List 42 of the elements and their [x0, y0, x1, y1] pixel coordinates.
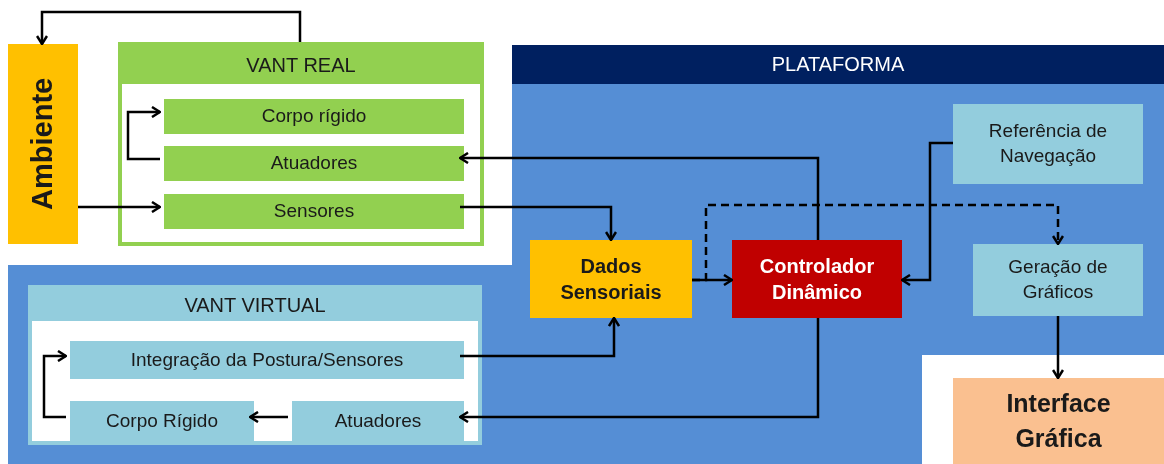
process-box [70, 341, 464, 379]
connector-arrow [458, 151, 820, 240]
box-label: Sensores [273, 199, 355, 224]
group-panel [118, 42, 484, 246]
box-label: Integração da Postura/Sensores [130, 347, 404, 372]
box-label: Dados Sensoriais [559, 254, 663, 305]
box-label: Controlador Dinâmico [758, 254, 876, 305]
connector-arrow [126, 105, 162, 161]
box-label: Atuadores [334, 408, 422, 433]
process-box [530, 240, 692, 318]
connector-arrow [78, 200, 162, 214]
process-box [953, 104, 1143, 184]
box-label: Referência de Navegação [987, 119, 1109, 168]
panel-title: VANT REAL [246, 53, 356, 78]
box-label: Corpo rígido [261, 104, 367, 129]
panel-title: PLATAFORMA [770, 52, 906, 77]
connector-arrow [35, 10, 302, 46]
platform-area [8, 45, 1164, 464]
connector-arrow [1051, 316, 1065, 380]
connector-arrow [248, 410, 288, 424]
process-box [292, 401, 464, 441]
connector-arrow [458, 318, 820, 424]
box-label: Corpo Rígido [106, 408, 218, 433]
box-label: Geração de Gráficos [1007, 255, 1109, 304]
connector-arrow [692, 203, 1065, 282]
process-box [8, 44, 78, 244]
process-box [164, 99, 464, 134]
process-box [973, 244, 1143, 316]
group-panel [28, 285, 482, 445]
process-box [953, 378, 1164, 464]
process-box [70, 401, 254, 441]
box-label: Atuadores [270, 151, 358, 176]
panel-title: VANT VIRTUAL [184, 293, 326, 318]
connector-arrow [460, 205, 618, 242]
process-box [732, 240, 902, 318]
connector-arrow [900, 141, 953, 287]
box-label: Ambiente [25, 77, 60, 211]
connector-arrow [42, 349, 68, 419]
box-label: Interface Gráfica [1005, 388, 1112, 454]
process-box [164, 146, 464, 181]
connector-arrow [460, 316, 621, 358]
process-box [164, 194, 464, 229]
